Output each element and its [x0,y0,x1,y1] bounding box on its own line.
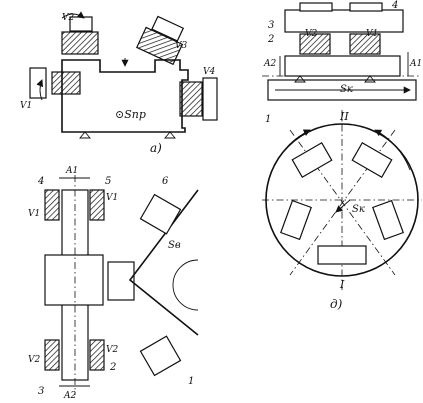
panel-c-label-v1-right: V1 [106,193,118,203]
panel-b-dim-a2: A2 [263,59,276,69]
panel-d-fixture-right [372,199,404,241]
panel-c-workpiece [44,254,104,306]
panel-d-fixture-top-left [291,142,333,178]
panel-c-rotary-table [128,189,199,336]
panel-b-dim-a1: A1 [409,59,422,69]
panel-d-fixture-left [280,199,312,241]
panel-a-label-v4: V4 [203,67,215,77]
panel-c-num-5: 5 [105,176,111,187]
panel-c-feed-label: Sв [168,240,181,251]
panel-b-spindle-head [284,9,404,33]
panel-a: V2 V3 V1 V4 ⊙Sпр а) [20,11,218,155]
panel-b-num-1: 1 [265,114,271,125]
panel-c: A1 A2 4 5 6 3 2 1 V1 V1 V2 V2 Sв [28,166,199,401]
panel-b-station-label: II [339,110,349,123]
panel-a-workpiece [61,59,189,133]
panel-c-dim-a2: A2 [63,391,76,401]
panel-b-tool-v1 [349,33,381,55]
panel-a-label-v3: V3 [175,41,187,51]
panel-c-tool-1 [139,335,182,377]
panel-c-tool-5 [89,189,105,221]
panel-a-caption: а) [150,141,162,155]
panel-b-tool-v2 [299,33,331,55]
panel-d-fixture-bottom [317,245,367,265]
panel-b-feed-label: Sк [340,84,353,95]
panel-c-num-2: 2 [109,362,116,373]
panel-d-feed-label: Sк [352,204,365,215]
panel-b-label-v2: V2 [305,29,317,39]
panel-b-num-3: 3 [268,20,274,31]
panel-c-label-v1-left: V1 [28,209,40,219]
panel-a-feed-label: ⊙Sпр [115,108,146,121]
panel-d-caption: д) [330,297,343,311]
panel-b: 3 2 4 1 A2 A1 V2 V1 Sк II [262,0,422,125]
panel-c-tool-3 [44,339,60,371]
panel-b-workpiece [284,55,401,77]
panel-d-fixture-top-right [351,142,393,178]
panel-b-num-4: 4 [391,0,398,11]
panel-c-tool-6 [139,193,182,235]
panel-c-label-v2-right: V2 [106,345,118,355]
panel-a-tool-v1 [51,71,81,95]
panel-c-label-v2-left: V2 [28,355,40,365]
panel-c-num-3: 3 [38,386,44,397]
panel-d-station-label: I [339,278,345,291]
panel-a-label-v1: V1 [20,101,32,111]
panel-b-label-v1: V1 [366,29,378,39]
panel-c-num-1: 1 [188,376,194,387]
panel-c-dim-a1: A1 [65,166,78,176]
panel-a-tool-v3 [136,26,184,66]
panel-c-num-6: 6 [162,176,169,187]
panel-a-tool-v4 [179,81,203,117]
panel-c-tool-2 [89,339,105,371]
panel-c-fixture [107,261,135,301]
panel-a-label-v2: V2 [62,13,74,23]
panel-b-num-2: 2 [267,34,274,45]
panel-a-tool-v2 [61,31,99,55]
panel-c-tool-4 [44,189,60,221]
panel-c-num-4: 4 [37,176,44,187]
panel-d: Sк I д) [262,110,422,311]
